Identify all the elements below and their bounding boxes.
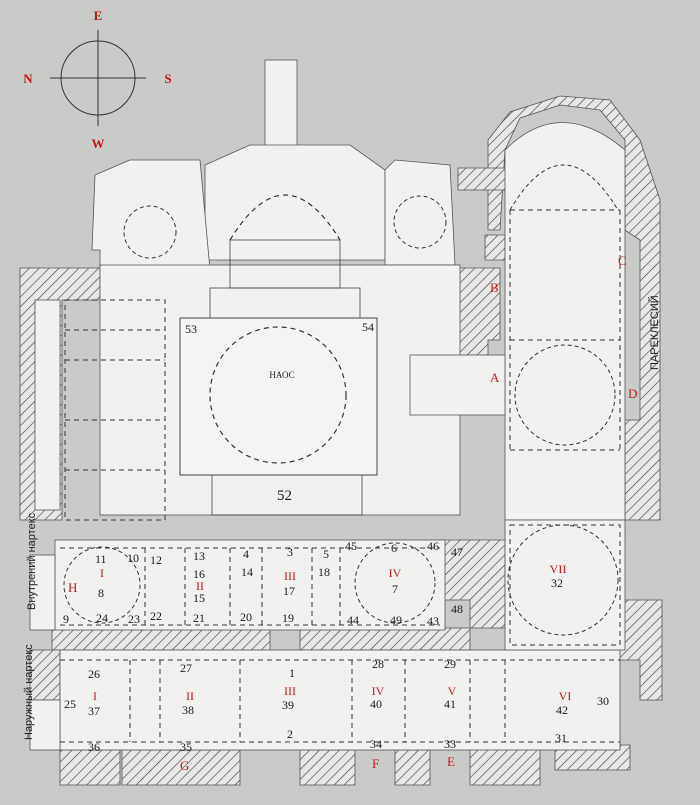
number-label: 27 [180, 661, 192, 675]
inner-bay-3: III [284, 569, 296, 583]
number-label: 39 [282, 698, 294, 712]
number-label: 10 [127, 551, 139, 565]
number-label: 17 [283, 584, 295, 598]
number-label: 9 [63, 612, 69, 626]
number-label: 41 [444, 697, 456, 711]
number-label: 21 [193, 611, 205, 625]
number-label: 4 [243, 547, 249, 561]
letter-c: C [618, 253, 627, 268]
chapel-letters: A B C D E F G H [68, 253, 637, 773]
letter-g: G [180, 758, 189, 773]
number-label: 36 [88, 740, 100, 754]
number-label: 2 [287, 727, 293, 741]
number-label: 49 [390, 613, 402, 627]
number-label: 43 [427, 614, 439, 628]
compass-north: N [23, 71, 33, 86]
number-label: 48 [451, 602, 463, 616]
naos-label: НАОС [269, 370, 294, 380]
bay-numerals: I II III IV VII I II III IV V VI [93, 562, 571, 703]
outer-narthex-label: Наружный нартекс [23, 644, 35, 740]
outer-bay-4: IV [372, 684, 385, 698]
compass-west: W [92, 136, 105, 151]
number-label: 26 [88, 667, 100, 681]
letter-e: E [447, 754, 455, 769]
number-label: 16 [193, 567, 205, 581]
number-label: 34 [370, 737, 382, 751]
number-label: 18 [318, 565, 330, 579]
number-label: 14 [241, 565, 253, 579]
number-label: 8 [98, 586, 104, 600]
number-label: 24 [96, 611, 108, 625]
number-label: 42 [556, 703, 568, 717]
number-label: 3 [287, 545, 293, 559]
naos-dome [209, 326, 347, 464]
outer-bay-1: I [93, 689, 97, 703]
outer-bay-3: III [284, 684, 296, 698]
number-label: 40 [370, 697, 382, 711]
number-label: 19 [282, 611, 294, 625]
inner-bay-4: IV [389, 566, 402, 580]
outer-bay-2: II [186, 689, 194, 703]
naos: НАОС [179, 194, 378, 516]
inner-bay-2: II [196, 579, 204, 593]
inner-narthex-label: Внутрений нартекс [26, 512, 38, 610]
bay-lines [60, 209, 621, 743]
number-label: 44 [347, 613, 359, 627]
number-label: 28 [372, 657, 384, 671]
outer-bay-6: VI [559, 689, 572, 703]
letter-b: B [490, 280, 499, 295]
number-label: 38 [182, 703, 194, 717]
number-label: 32 [551, 576, 563, 590]
number-label: 20 [240, 610, 252, 624]
number-label: 52 [277, 488, 292, 504]
number-label: 47 [451, 545, 463, 559]
compass: E W N S [23, 8, 171, 151]
number-label: 7 [392, 582, 398, 596]
side-domes [63, 164, 619, 636]
number-label: 31 [555, 731, 567, 745]
number-label: 5 [323, 547, 329, 561]
number-label: 1 [289, 666, 295, 680]
number-label: 13 [193, 549, 205, 563]
number-label: 46 [427, 539, 439, 553]
letter-h: H [68, 580, 77, 595]
naos-square [179, 317, 378, 476]
compass-south: S [164, 71, 171, 86]
number-label: 11 [95, 552, 107, 566]
number-label: 37 [88, 704, 100, 718]
number-label: 12 [150, 553, 162, 567]
number-label: 22 [150, 609, 162, 623]
parekklesion-label: ПАРЕКЛЕСИЙ [648, 295, 661, 370]
number-label: 6 [391, 541, 397, 555]
outer-bay-5: V [448, 684, 457, 698]
letter-f: F [372, 756, 379, 771]
number-label: 45 [345, 539, 357, 553]
number-label: 33 [444, 737, 456, 751]
mosaic-numbers: 1 2 3 4 5 6 7 8 9 10 11 12 13 14 15 16 1… [63, 320, 609, 754]
letter-d: D [628, 386, 637, 401]
number-label: 29 [444, 657, 456, 671]
number-label: 53 [185, 322, 197, 336]
number-label: 25 [64, 697, 76, 711]
number-label: 54 [362, 320, 374, 334]
inner-bay-1: I [100, 566, 104, 580]
number-label: 15 [193, 591, 205, 605]
number-label: 35 [180, 740, 192, 754]
letter-a: A [490, 370, 500, 385]
compass-east: E [94, 8, 103, 23]
number-label: 30 [597, 694, 609, 708]
inner-bay-7: VII [550, 562, 567, 576]
number-label: 23 [128, 612, 140, 626]
